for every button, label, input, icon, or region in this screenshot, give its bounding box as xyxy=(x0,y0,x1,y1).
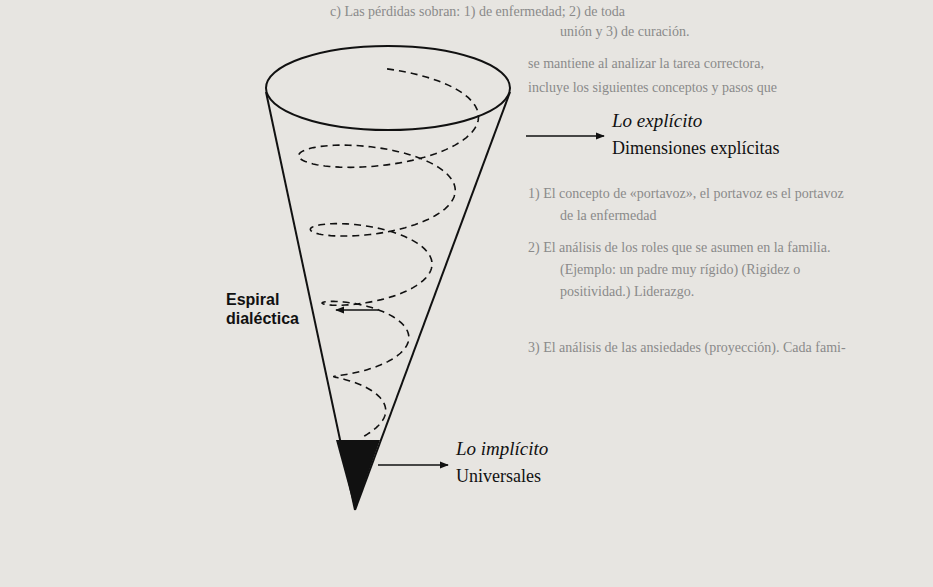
page-text: de la enfermedad xyxy=(560,208,656,225)
dialectic-spiral xyxy=(299,69,479,438)
cone-tip xyxy=(336,440,380,510)
page-text: positividad.) Liderazgo. xyxy=(560,284,694,301)
page-text: 1) El concepto de «portavoz», el portavo… xyxy=(528,186,844,203)
label-text: Lo implícito xyxy=(456,438,548,461)
cone-rim xyxy=(266,46,510,130)
page-text: se mantiene al analizar la tarea correct… xyxy=(528,56,764,73)
leader-arrow xyxy=(526,135,604,137)
leader-arrow xyxy=(336,309,378,311)
page-text: unión y 3) de curación. xyxy=(560,24,689,41)
page-text: 2) El análisis de los roles que se asume… xyxy=(528,240,830,257)
leader-arrow xyxy=(378,464,448,466)
label-text: Dimensiones explícitas xyxy=(612,138,779,160)
page-text: incluye los siguientes conceptos y pasos… xyxy=(528,80,777,97)
label-text: Lo explícito xyxy=(612,110,702,133)
label-text: Universales xyxy=(456,466,541,488)
page-text: (Ejemplo: un padre muy rígido) (Rigidez … xyxy=(560,262,800,279)
page-text: c) Las pérdidas sobran: 1) de enfermedad… xyxy=(330,4,625,21)
label-text: Espiral dialéctica xyxy=(226,290,326,328)
page-text: 3) El análisis de las ansiedades (proyec… xyxy=(528,340,846,357)
spiral-path xyxy=(299,69,479,438)
